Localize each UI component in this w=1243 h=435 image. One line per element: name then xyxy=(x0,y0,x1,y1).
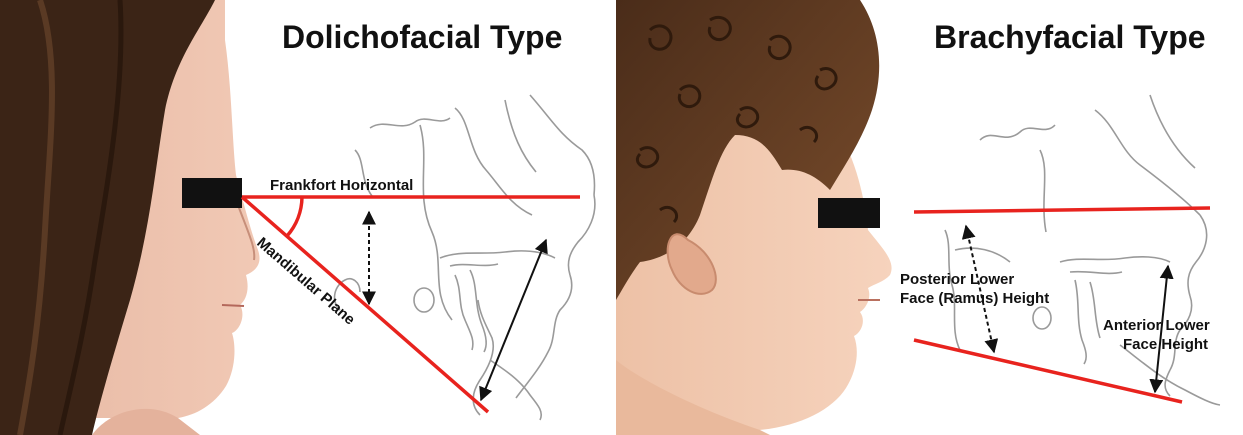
panel-title: Brachyfacial Type xyxy=(934,19,1206,55)
eye-censor-bar xyxy=(182,178,242,208)
posterior-height-arrow xyxy=(966,226,994,352)
panel-dolichofacial: Dolichofacial Type Frankfort Horizontal … xyxy=(0,0,595,435)
frankfort-horizontal-line xyxy=(914,208,1210,212)
panel-title: Dolichofacial Type xyxy=(282,19,562,55)
anterior-label-line1: Anterior Lower xyxy=(1103,317,1210,334)
panel-divider xyxy=(610,0,616,435)
anterior-label-line2: Face Height xyxy=(1123,336,1208,353)
panel-brachyfacial: Brachyfacial Type Posterior Lower Face (… xyxy=(616,0,1220,435)
posterior-label-line1: Posterior Lower xyxy=(900,271,1014,288)
frankfort-label: Frankfort Horizontal xyxy=(270,177,413,194)
angle-arc xyxy=(287,197,302,236)
eye-censor-bar xyxy=(818,198,880,228)
posterior-label-line2: Face (Ramus) Height xyxy=(900,290,1049,307)
profile-photo-woman xyxy=(0,0,260,435)
cephalometric-tracing xyxy=(335,95,595,420)
mandibular-plane-line xyxy=(242,197,488,412)
